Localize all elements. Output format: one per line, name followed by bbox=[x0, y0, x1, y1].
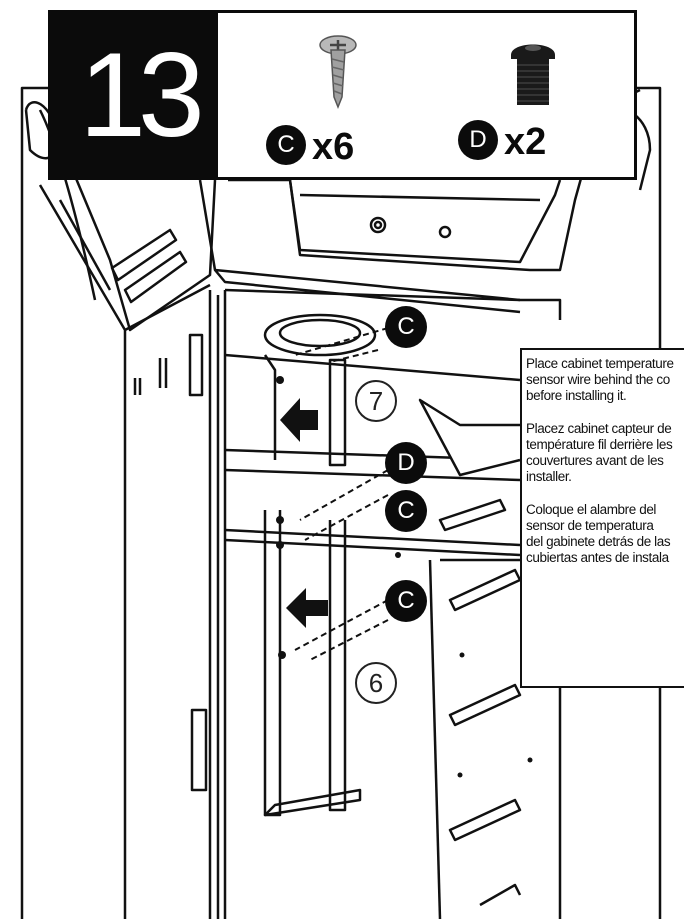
note-pointer bbox=[418, 398, 521, 477]
step-number: 13 bbox=[48, 10, 228, 180]
callout-c-bottom: C bbox=[385, 580, 427, 622]
note-french: Placez cabinet capteur de température fi… bbox=[526, 421, 673, 484]
callout-c-middle: C bbox=[385, 490, 427, 532]
note-english: Place cabinet temperature sensor wire be… bbox=[526, 356, 674, 403]
callout-c-top: C bbox=[385, 306, 427, 348]
part-d-quantity: x2 bbox=[504, 121, 547, 163]
step-ref-7: 7 bbox=[355, 380, 397, 422]
note-spanish: Coloque el alambre del sensor de tempera… bbox=[526, 502, 671, 565]
instruction-note: Place cabinet temperature sensor wire be… bbox=[520, 348, 684, 688]
phillips-screw-icon bbox=[319, 35, 357, 110]
callout-d: D bbox=[385, 442, 427, 484]
step-ref-6: 6 bbox=[355, 662, 397, 704]
part-d-badge: D bbox=[458, 120, 498, 160]
arrow-left-upper bbox=[280, 398, 318, 442]
part-c-badge: C bbox=[266, 125, 306, 165]
parts-panel: C x6 D x2 bbox=[215, 10, 637, 180]
arrow-left-lower bbox=[286, 588, 328, 628]
bolt-icon bbox=[511, 44, 555, 105]
part-c-quantity: x6 bbox=[312, 126, 355, 168]
